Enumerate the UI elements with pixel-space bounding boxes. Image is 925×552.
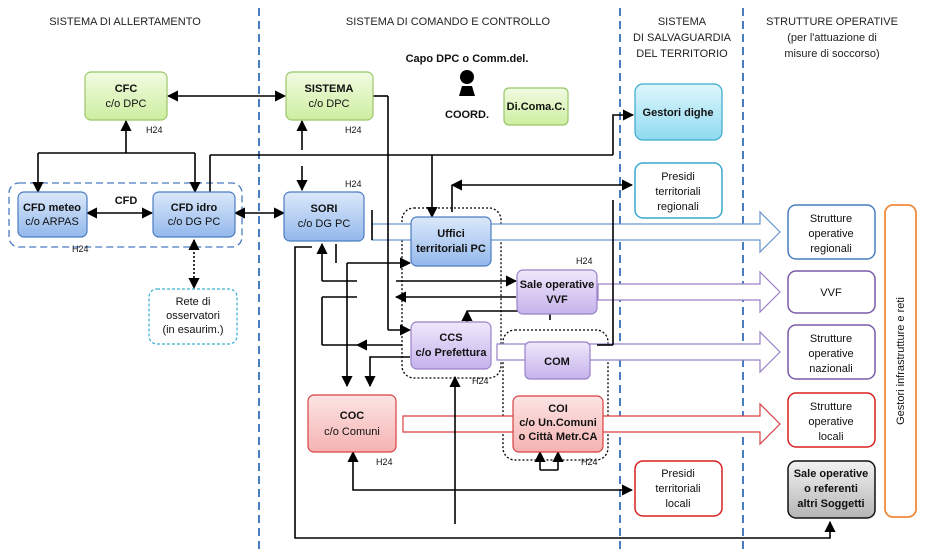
h24-coc: H24 — [376, 457, 393, 467]
svg-text:SISTEMA: SISTEMA — [305, 83, 354, 95]
svg-text:c/o Un.Comuni: c/o Un.Comuni — [519, 417, 597, 429]
box-so-locali: Strutture operative locali — [787, 392, 876, 448]
h24-sistema: H24 — [345, 125, 362, 135]
svg-text:c/o DPC: c/o DPC — [309, 98, 350, 110]
h24-cfc: H24 — [146, 125, 163, 135]
header-salvaguardia-line2: DI SALVAGUARDIA — [633, 32, 732, 44]
box-sale-operative-vvf: Sale operative VVF — [516, 269, 598, 315]
h24-ccs: H24 — [472, 376, 489, 386]
box-presidi-locali: Presidi territoriali locali — [634, 460, 723, 517]
box-so-vvf: VVF — [787, 270, 876, 314]
svg-text:operative: operative — [808, 416, 853, 428]
svg-text:c/o DPC: c/o DPC — [106, 98, 147, 110]
svg-text:c/o Prefettura: c/o Prefettura — [416, 347, 488, 359]
svg-text:regionali: regionali — [810, 243, 852, 255]
svg-text:Uffici: Uffici — [437, 228, 465, 240]
header-strutture-line3: misure di soccorso) — [784, 48, 879, 60]
svg-text:altri Soggetti: altri Soggetti — [797, 498, 864, 510]
svg-text:COI: COI — [548, 403, 568, 415]
svg-text:osservatori: osservatori — [166, 310, 220, 322]
svg-text:c/o DG PC: c/o DG PC — [168, 216, 221, 228]
svg-text:CCS: CCS — [439, 332, 462, 344]
svg-text:Presidi: Presidi — [661, 171, 695, 183]
svg-text:SORI: SORI — [311, 203, 338, 215]
box-uffici-territoriali: Uffici territoriali PC — [410, 216, 492, 267]
arrow-to-vvf — [597, 270, 781, 314]
svg-text:(in esaurim.): (in esaurim.) — [162, 324, 223, 336]
box-cfd-idro: CFD idro c/o DG PC — [152, 191, 236, 238]
header-sistema-allertamento: SISTEMA DI ALLERTAMENTO — [49, 16, 201, 28]
cfd-label: CFD — [115, 195, 138, 207]
box-com: COM — [524, 341, 591, 380]
capo-dpc-label: Capo DPC o Comm.del. — [406, 53, 529, 65]
svg-text:territoriali PC: territoriali PC — [416, 243, 486, 255]
box-rete-osservatori: Rete di osservatori (in esaurim.) — [148, 288, 238, 345]
box-so-nazionali: Strutture operative nazionali — [787, 324, 876, 380]
box-sori: SORI c/o DG PC — [283, 191, 365, 242]
box-cfc: CFC c/o DPC — [84, 71, 168, 121]
h24-vvf: H24 — [576, 256, 593, 266]
h24-cfd: H24 — [72, 244, 89, 254]
svg-text:c/o Comuni: c/o Comuni — [324, 426, 380, 438]
svg-text:CFC: CFC — [115, 83, 138, 95]
svg-text:locali: locali — [665, 498, 690, 510]
svg-text:Strutture: Strutture — [810, 213, 852, 225]
svg-text:Sale operative: Sale operative — [520, 279, 595, 291]
svg-text:o Città Metr.CA: o Città Metr.CA — [519, 431, 598, 443]
connectors — [32, 90, 836, 539]
header-strutture-line1: STRUTTURE OPERATIVE — [766, 16, 898, 28]
box-coi: COI c/o Un.Comuni o Città Metr.CA — [512, 395, 604, 453]
box-gestori-dighe: Gestori dighe — [634, 83, 723, 141]
svg-text:locali: locali — [818, 431, 843, 443]
svg-text:Strutture: Strutture — [810, 333, 852, 345]
box-sale-altri-soggetti: Sale operative o referenti altri Soggett… — [787, 460, 876, 519]
header-salvaguardia-line1: SISTEMA — [658, 16, 707, 28]
svg-text:Gestori infrastrutture e reti: Gestori infrastrutture e reti — [895, 297, 907, 425]
svg-text:Strutture: Strutture — [810, 401, 852, 413]
svg-text:Presidi: Presidi — [661, 468, 695, 480]
svg-text:nazionali: nazionali — [809, 363, 852, 375]
box-ccs: CCS c/o Prefettura — [410, 321, 492, 370]
box-coc: COC c/o Comuni — [307, 394, 397, 453]
svg-text:regionali: regionali — [657, 201, 699, 213]
svg-text:o referenti: o referenti — [804, 483, 858, 495]
box-presidi-regionali: Presidi territoriali regionali — [634, 162, 723, 219]
svg-text:territoriali: territoriali — [655, 483, 700, 495]
svg-text:Rete di: Rete di — [176, 296, 211, 308]
box-gestori-infrastrutture: Gestori infrastrutture e reti — [884, 204, 917, 518]
box-dicomac: Di.Coma.C. — [503, 87, 569, 126]
svg-text:VVF: VVF — [820, 287, 842, 299]
coord-label: COORD. — [445, 109, 489, 121]
box-so-regionali: Strutture operative regionali — [787, 204, 876, 260]
person-icon — [459, 70, 475, 96]
svg-text:CFD idro: CFD idro — [171, 202, 218, 214]
svg-text:operative: operative — [808, 228, 853, 240]
svg-text:VVF: VVF — [546, 294, 568, 306]
svg-text:Gestori dighe: Gestori dighe — [643, 107, 714, 119]
svg-text:COM: COM — [544, 356, 570, 368]
h24-sori: H24 — [345, 179, 362, 189]
svg-text:operative: operative — [808, 348, 853, 360]
header-strutture-line2: (per l'attuazione di — [787, 32, 877, 44]
svg-text:COC: COC — [340, 410, 365, 422]
svg-text:CFD meteo: CFD meteo — [23, 202, 81, 214]
box-sistema: SISTEMA c/o DPC — [285, 71, 374, 121]
svg-text:Sale operative: Sale operative — [794, 468, 869, 480]
svg-text:territoriali: territoriali — [655, 186, 700, 198]
svg-text:Di.Coma.C.: Di.Coma.C. — [507, 101, 566, 113]
box-cfd-meteo: CFD meteo c/o ARPAS — [17, 191, 88, 238]
h24-coi: H24 — [581, 457, 598, 467]
header-sistema-comando: SISTEMA DI COMANDO E CONTROLLO — [346, 16, 551, 28]
header-salvaguardia-line3: DEL TERRITORIO — [636, 48, 728, 60]
svg-text:c/o DG PC: c/o DG PC — [298, 218, 351, 230]
svg-text:c/o ARPAS: c/o ARPAS — [25, 216, 79, 228]
